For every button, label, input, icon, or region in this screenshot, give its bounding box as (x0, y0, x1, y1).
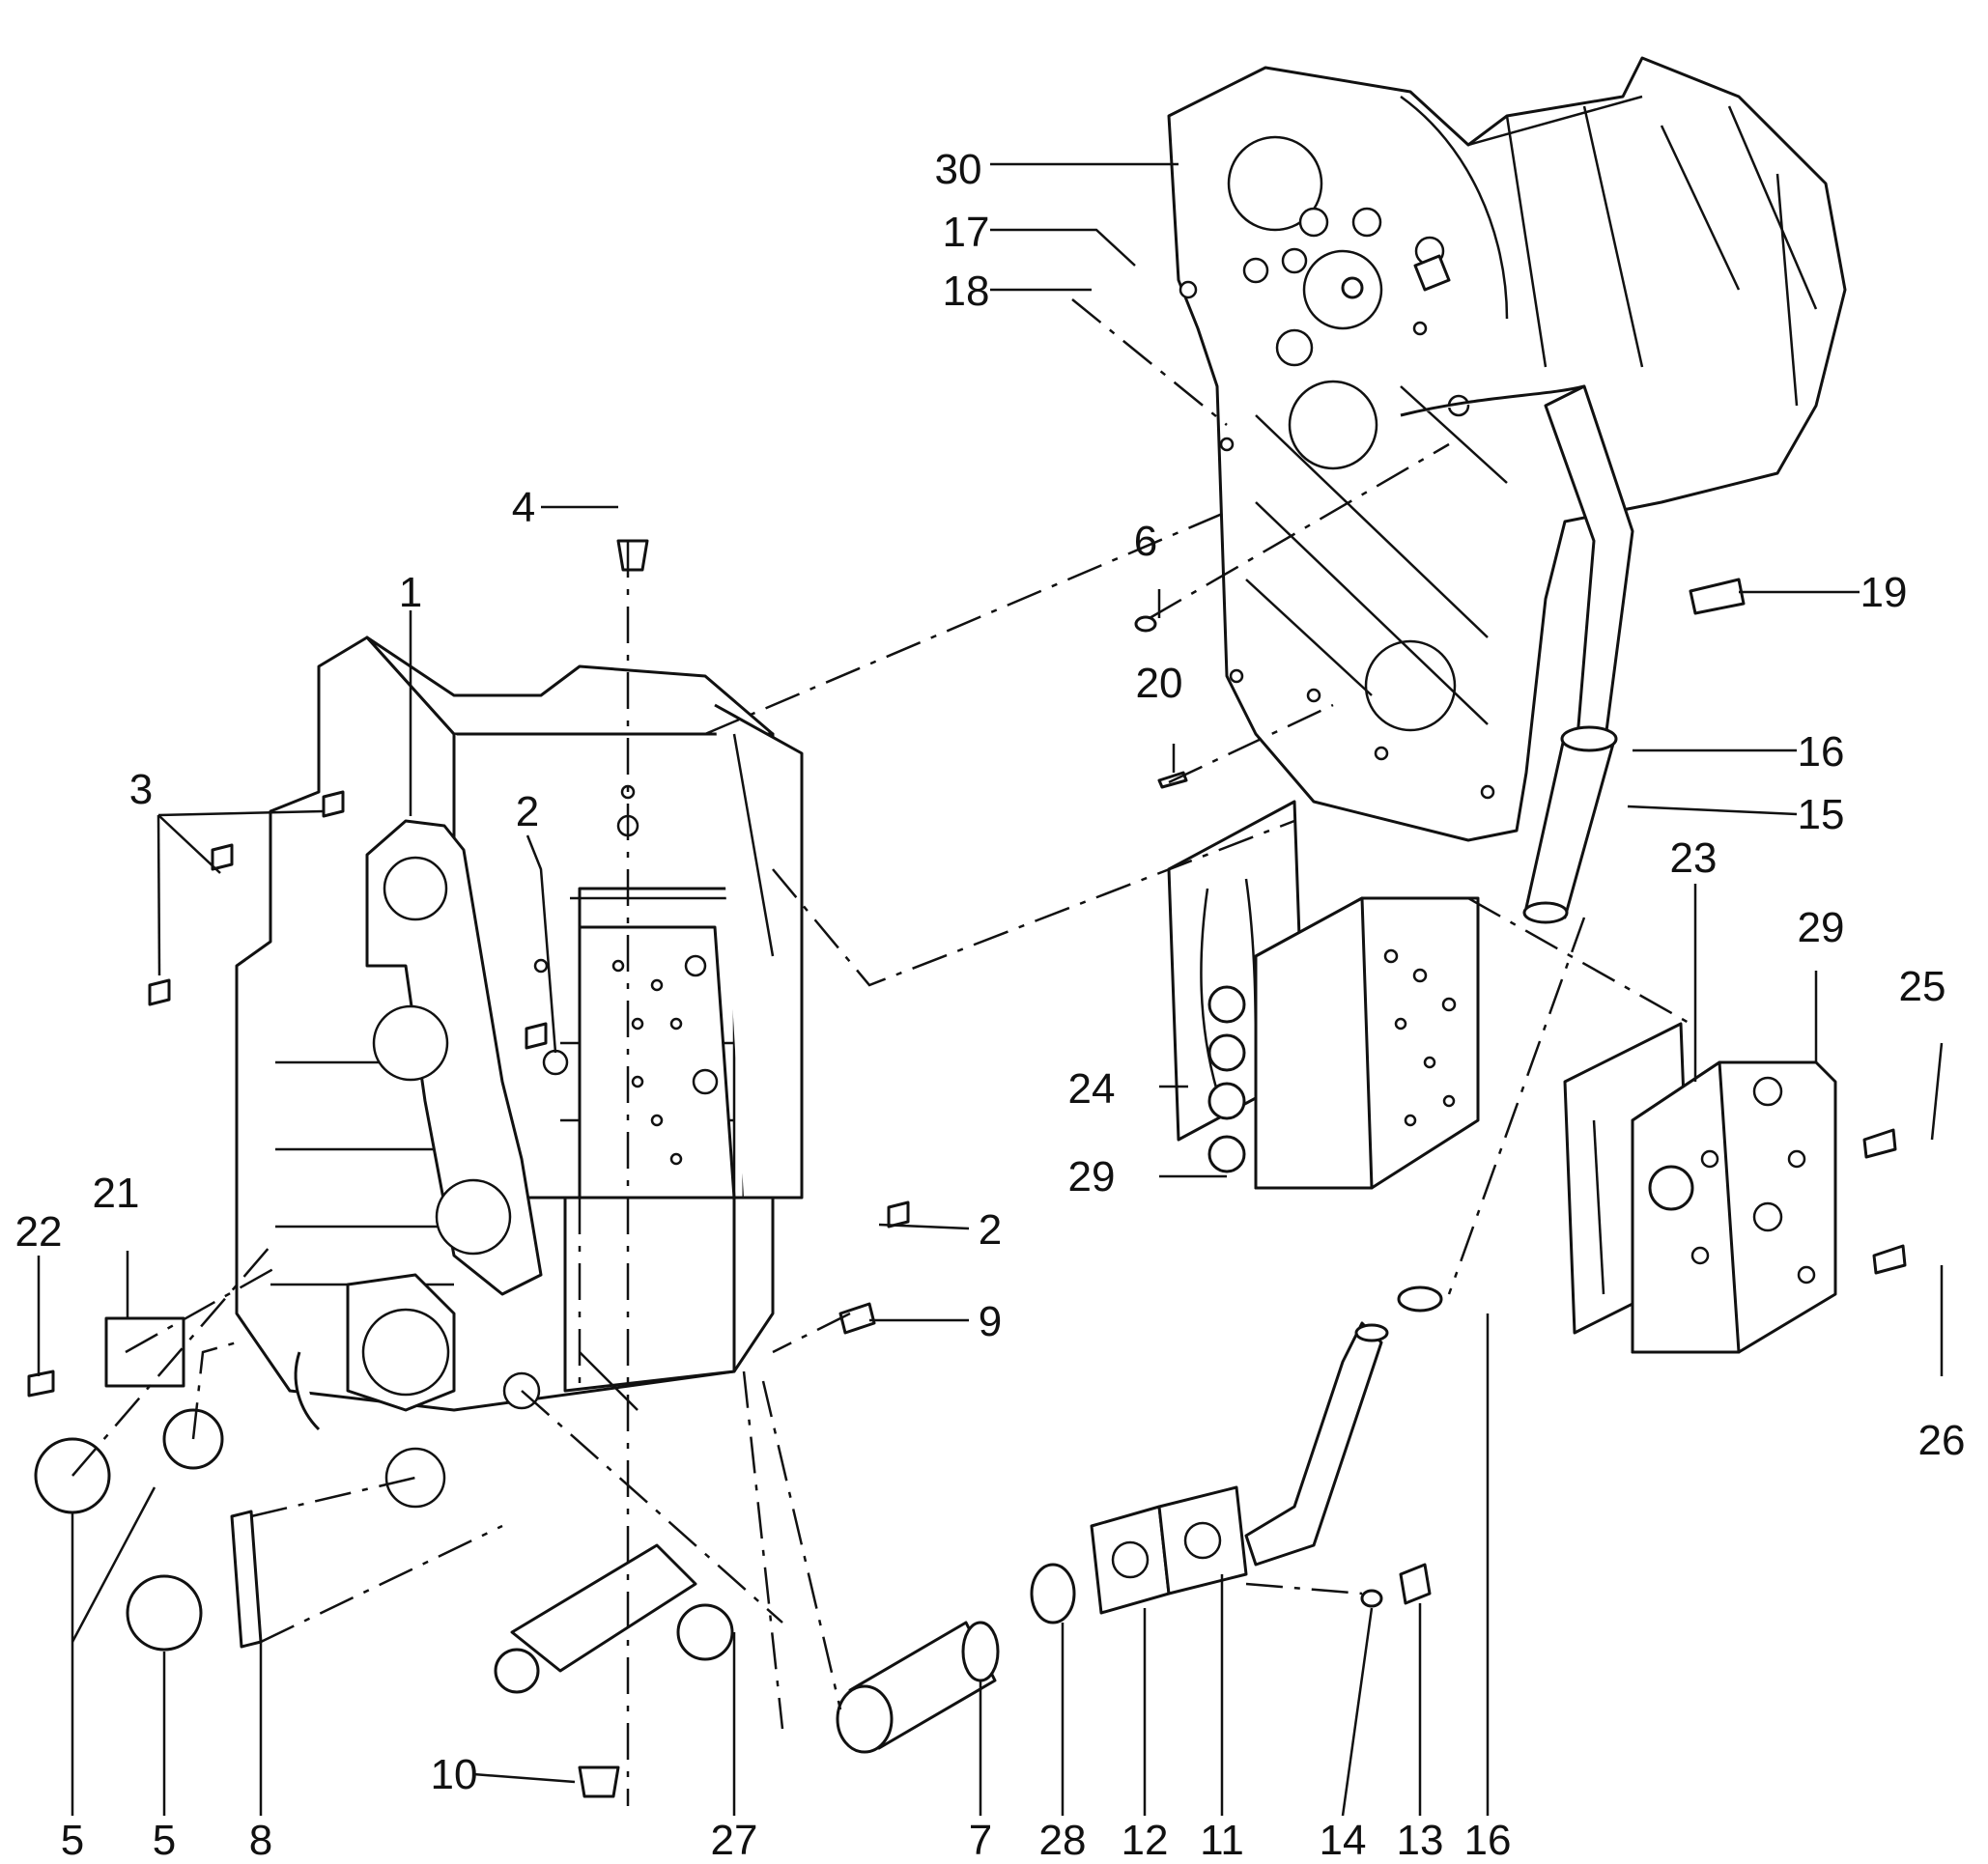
assembly-lines (71, 298, 1691, 1806)
callout-label: 21 (93, 1170, 140, 1217)
transmission-housing (235, 635, 804, 1509)
rear-flange-cover (1167, 56, 1847, 842)
callout-label: 19 (1860, 569, 1908, 616)
callout-label: 16 (1798, 728, 1845, 776)
callout-label: 4 (512, 484, 535, 531)
callout-label: 5 (153, 1817, 176, 1859)
callout-label: 28 (1039, 1817, 1087, 1859)
callout-label: 7 (969, 1817, 992, 1859)
callout-label: 5 (61, 1817, 84, 1859)
callout-label: 27 (711, 1817, 758, 1859)
callout-label: 17 (943, 209, 990, 256)
callout-label: 3 (129, 766, 153, 813)
callout-label: 9 (979, 1298, 1002, 1345)
small-parts (27, 254, 1907, 1798)
callout-label: 29 (1068, 1153, 1116, 1200)
control-valve-block (1167, 800, 1480, 1190)
callout-label: 24 (1068, 1065, 1116, 1113)
pressure-valve-body (1563, 1022, 1837, 1354)
callout-label: 8 (249, 1817, 272, 1859)
callout-label: 30 (935, 146, 982, 193)
callout-label: 1 (399, 569, 422, 616)
callout-label: 14 (1320, 1817, 1367, 1859)
callout-label: 25 (1899, 963, 1946, 1010)
oil-pipe (1400, 384, 1634, 924)
callout-label: 10 (431, 1751, 478, 1798)
callout-label: 18 (943, 268, 990, 315)
callout-label: 2 (979, 1206, 1002, 1254)
callout-label: 13 (1397, 1817, 1444, 1859)
callout-labels: 1 2 2 3 4 5 5 6 7 8 9 10 11 12 13 14 15 … (15, 146, 1966, 1864)
callout-label: 22 (15, 1208, 63, 1256)
callout-label: 12 (1122, 1817, 1169, 1859)
callout-label: 26 (1918, 1417, 1966, 1464)
callout-label: 11 (1200, 1817, 1244, 1859)
callout-label: 16 (1464, 1817, 1512, 1859)
leader-lines (37, 162, 1944, 1817)
callout-label: 29 (1798, 904, 1845, 951)
callout-label: 20 (1136, 660, 1183, 707)
callout-label: 23 (1670, 834, 1718, 882)
callout-label: 2 (516, 788, 539, 835)
callout-label: 6 (1134, 518, 1157, 565)
callout-label: 15 (1798, 791, 1845, 838)
filter-assembly (836, 1321, 1389, 1754)
